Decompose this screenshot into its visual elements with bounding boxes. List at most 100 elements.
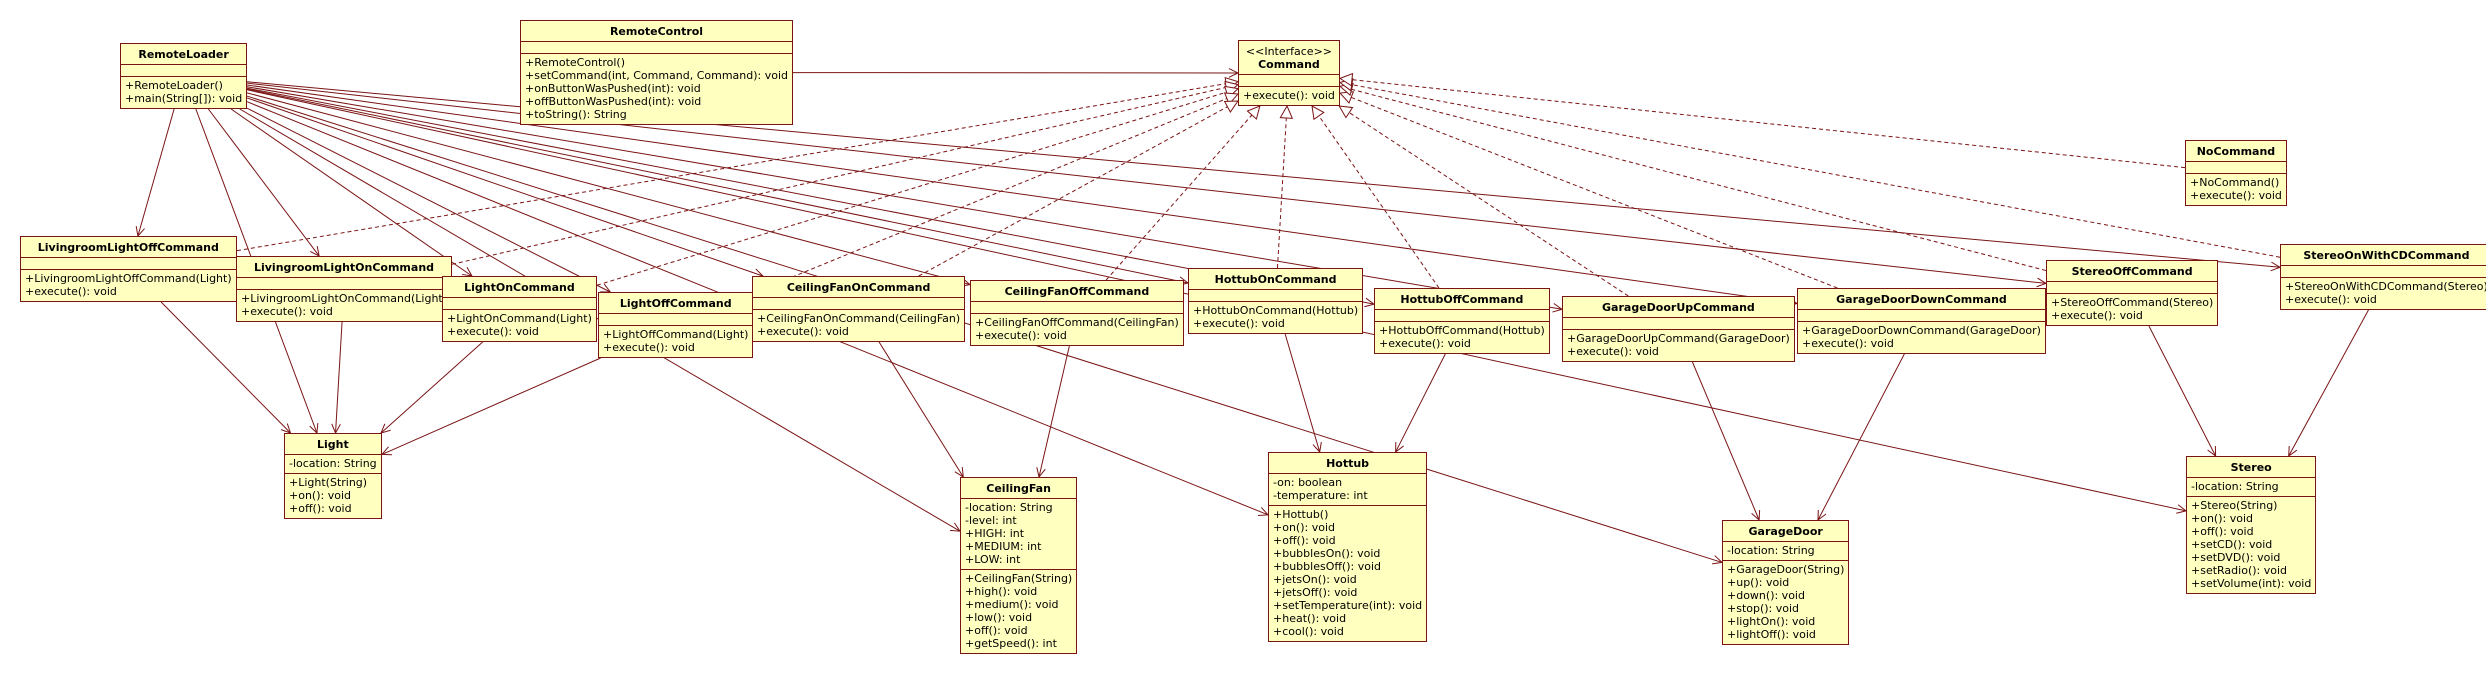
operation: +on(): void (1273, 521, 1335, 534)
realization-line (1350, 96, 1838, 289)
operations-compartment: +Stereo(String)+on(): void+off(): void +s… (2187, 496, 2316, 593)
operation: +Light(String) (289, 476, 368, 489)
stereotype-label: <<Interface>> (1245, 45, 1333, 58)
attributes-compartment (599, 313, 753, 325)
class-header: StereoOffCommand (2047, 261, 2217, 281)
class-command[interactable]: <<Interface>>Command+execute(): void (1238, 40, 1340, 106)
attribute: -location: String (965, 501, 1053, 514)
realization-line (918, 106, 1228, 277)
realization-line (1105, 114, 1253, 281)
class-header: LivingroomLightOnCommand (237, 257, 451, 277)
attributes-compartment (1375, 309, 1549, 321)
operation: +up(): void (1727, 576, 1790, 589)
association-arrowhead (380, 446, 393, 456)
operation: +RemoteControl() (525, 56, 626, 69)
class-no-command[interactable]: NoCommand+NoCommand()+execute(): void (2185, 140, 2287, 206)
class-name: CeilingFanOnCommand (786, 281, 931, 294)
class-ceiling-fan-off-command[interactable]: CeilingFanOffCommand +CeilingFanOffComman… (970, 280, 1184, 346)
association-line (207, 108, 320, 257)
class-name: StereoOffCommand (2071, 265, 2193, 278)
attributes-compartment (2281, 265, 2486, 277)
class-remote-loader[interactable]: RemoteLoader+RemoteLoader()+main(String[… (120, 43, 248, 109)
realization-arrowhead (1279, 104, 1294, 119)
operation: +execute(): void (447, 325, 539, 338)
realization-line (752, 98, 1228, 294)
association-line (246, 84, 1798, 304)
realization-arrowhead (1311, 105, 1325, 121)
operation: +off(): void (2191, 525, 2254, 538)
realization-line (1318, 115, 1440, 289)
class-livingroom-light-off-command[interactable]: LivingroomLightOffCommand+LivingroomLigh… (20, 236, 237, 302)
attributes-compartment: -location: String (1723, 541, 1849, 560)
operation: +setTemperature(int): void (1273, 599, 1423, 612)
operation: +GarageDoorUpCommand(GarageDoor) (1567, 332, 1790, 345)
class-stereo-off-command[interactable]: StereoOffCommand +StereoOffCommand(Stereo… (2046, 260, 2219, 326)
operation: +LivingroomLightOnCommand(Light) (241, 292, 448, 305)
operation: +execute(): void (2285, 293, 2377, 306)
class-garage-door[interactable]: GarageDoor-location: String+GarageDoor(S… (1722, 520, 1850, 645)
class-header: GarageDoorUpCommand (1563, 297, 1794, 317)
class-header: CeilingFanOffCommand (971, 281, 1183, 301)
operation: +on(): void (2191, 512, 2253, 525)
operation: +high(): void (965, 585, 1038, 598)
operation: +setRadio(): void (2191, 564, 2288, 577)
class-header: HottubOffCommand (1375, 289, 1549, 309)
class-name: RemoteControl (609, 25, 704, 38)
realization-line (1351, 79, 2186, 169)
class-garage-door-up-command[interactable]: GarageDoorUpCommand +GarageDoorUpCommand(… (1562, 296, 1795, 362)
operations-compartment: +StereoOnWithCDCommand(Stereo)+execute()… (2281, 277, 2486, 309)
class-hottub[interactable]: Hottub-on: boolean-temperature: int+Hott… (1268, 452, 1428, 642)
class-ceiling-fan-on-command[interactable]: CeilingFanOnCommand+CeilingFanOnCommand(… (752, 276, 966, 342)
operations-compartment: +HottubOffCommand(Hottub)+execute(): voi… (1375, 321, 1549, 353)
attribute: -on: boolean (1273, 476, 1343, 489)
operation: +execute(): void (2051, 309, 2143, 322)
operation: +getSpeed(): int (965, 637, 1057, 650)
association-line (246, 107, 611, 293)
attribute: -location: String (289, 457, 377, 470)
class-header: HottubOnCommand (1189, 269, 1362, 289)
association-line (1284, 333, 1321, 453)
class-light-off-command[interactable]: LightOffCommand +LightOffCommand(Light)+e… (598, 292, 754, 358)
operation: +Hottub() (1273, 508, 1329, 521)
class-garage-door-down-command[interactable]: GarageDoorDownCommand+GarageDoorDownComm… (1797, 288, 2046, 354)
class-remote-control[interactable]: RemoteControl +RemoteControl()+setCommand… (520, 20, 794, 125)
association-line (246, 87, 1375, 305)
operation: +on(): void (289, 489, 351, 502)
operation: +CeilingFanOffCommand(CeilingFan) (975, 316, 1179, 329)
class-stereo-on-with-cd-command[interactable]: StereoOnWithCDCommand+StereoOnWithCDComm… (2280, 244, 2486, 310)
class-livingroom-light-on-command[interactable]: LivingroomLightOnCommand +LivingroomLight… (236, 256, 453, 322)
operation: +Stereo(String) (2191, 499, 2278, 512)
attribute: +HIGH: int (965, 527, 1025, 540)
class-hottub-off-command[interactable]: HottubOffCommand +HottubOffCommand(Hottub… (1374, 288, 1550, 354)
class-hottub-on-command[interactable]: HottubOnCommand+HottubOnCommand(Hottub)+… (1188, 268, 1364, 334)
operation: +off(): void (289, 502, 352, 515)
operation: +StereoOffCommand(Stereo) (2051, 296, 2214, 309)
attributes-compartment (753, 297, 965, 309)
class-light-on-command[interactable]: LightOnCommand+LightOnCommand(Light)+exe… (442, 276, 597, 342)
class-stereo[interactable]: Stereo-location: String+Stereo(String)+o… (2186, 456, 2317, 594)
class-name: CeilingFan (986, 482, 1051, 495)
operation: +bubblesOff(): void (1273, 560, 1381, 573)
operation: +setCommand(int, Command, Command): void (525, 69, 789, 82)
operation: +offButtonWasPushed(int): void (525, 95, 702, 108)
class-light[interactable]: Light-location: String+Light(String)+on(… (284, 433, 382, 519)
class-ceiling-fan[interactable]: CeilingFan -location: String-level: int+H… (960, 477, 1078, 654)
operations-compartment: +LightOffCommand(Light)+execute(): void (599, 325, 753, 357)
class-header: RemoteControl (521, 21, 792, 41)
operation: +main(String[]): void (125, 92, 243, 105)
attributes-compartment: -location: String-level: int+HIGH: int+M… (961, 498, 1077, 569)
operation: +execute(): void (1802, 337, 1894, 350)
class-header: GarageDoorDownCommand (1798, 289, 2045, 309)
class-header: CeilingFan (961, 478, 1076, 498)
attributes-compartment (443, 297, 596, 309)
operation: +execute(): void (25, 285, 117, 298)
class-header: LightOffCommand (599, 293, 752, 313)
association-line (1038, 345, 1070, 478)
operations-compartment: +StereoOffCommand(Stereo)+execute(): voi… (2047, 293, 2218, 325)
operation: +execute(): void (975, 329, 1067, 342)
operation: +CeilingFan(String) (965, 572, 1073, 585)
attribute: +MEDIUM: int (965, 540, 1042, 553)
class-header: RemoteLoader (121, 44, 246, 64)
class-name: RemoteLoader (138, 48, 229, 61)
